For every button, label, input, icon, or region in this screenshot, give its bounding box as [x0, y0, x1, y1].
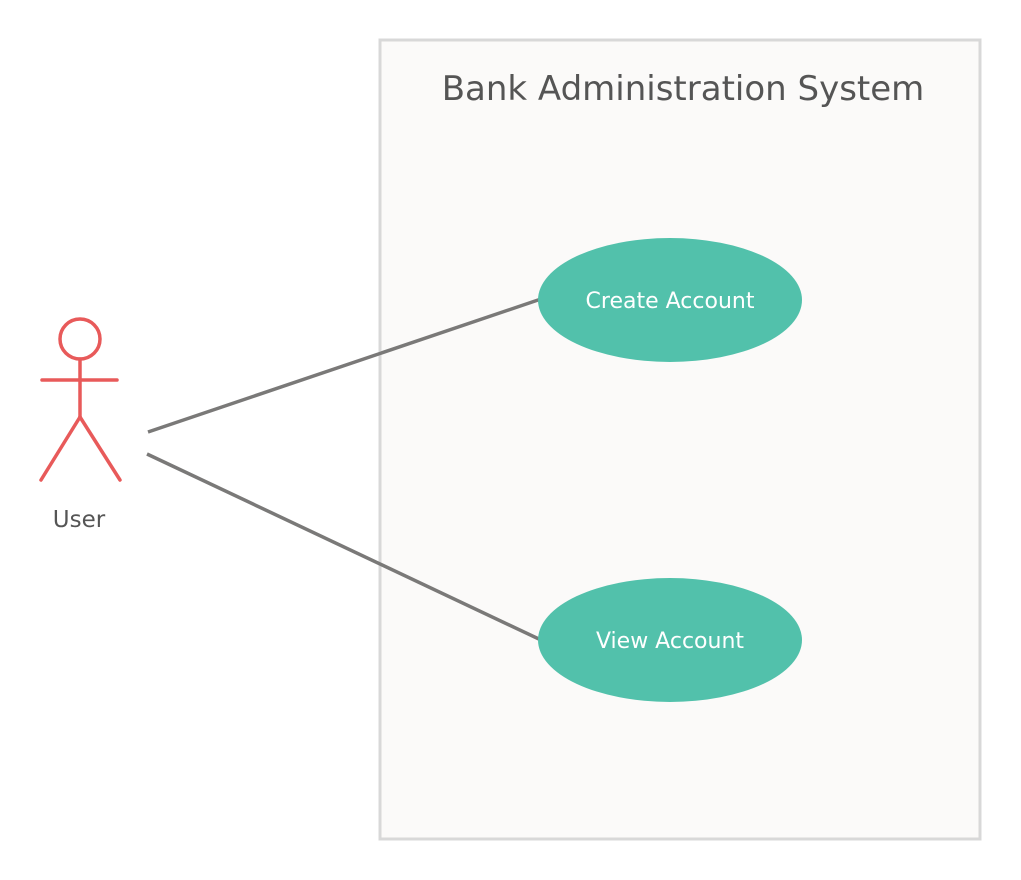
- stick-figure-icon: [39, 317, 122, 482]
- use-case-label: Create Account: [586, 289, 755, 314]
- use-case-create-account[interactable]: Create Account: [538, 238, 802, 362]
- use-case-ellipse: [538, 238, 802, 362]
- association-view-account: [146, 452, 542, 642]
- system-boundary-box: [378, 38, 982, 841]
- association-create-account: [147, 297, 542, 434]
- use-case-label: View Account: [596, 629, 744, 654]
- use-case-view-account[interactable]: View Account: [538, 578, 802, 702]
- actor-label: User: [53, 507, 106, 533]
- system-boundary: Bank Administration System: [378, 38, 982, 841]
- actor-user[interactable]: User: [39, 317, 122, 533]
- use-case-ellipse: [538, 578, 802, 702]
- system-title: Bank Administration System: [442, 69, 925, 109]
